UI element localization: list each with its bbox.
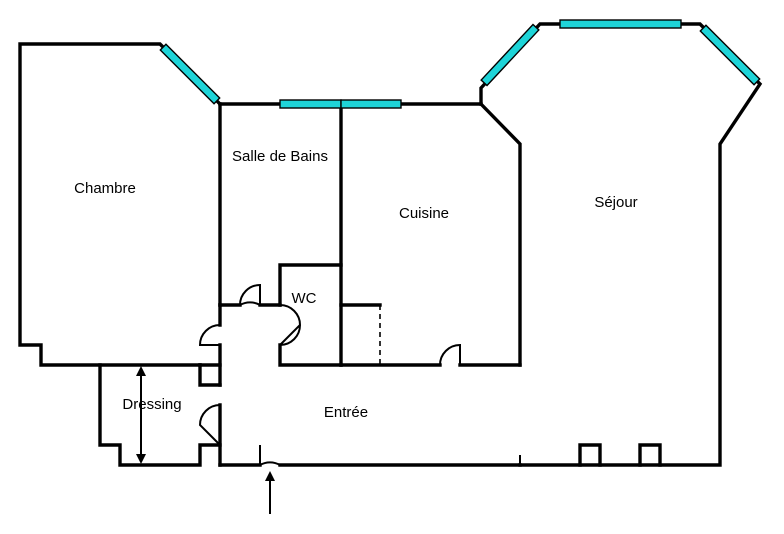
wc-lower-wall: [278, 343, 343, 367]
windows: [159, 19, 761, 109]
wc-wall: [278, 263, 343, 307]
wc-door: [279, 304, 302, 346]
window-sejour-top: [559, 19, 682, 29]
window-sejour-left: [480, 23, 540, 87]
room-label-wc: WC: [292, 290, 317, 307]
kitchen-sejour-wall: [478, 101, 522, 367]
bathroom-door-leaf: [239, 283, 261, 306]
sejour-niche-2: [638, 443, 662, 467]
room-label-entree: Entrée: [324, 404, 368, 421]
dressing-closet: [198, 363, 222, 387]
sejour-wall: [479, 22, 763, 467]
window-chambre: [159, 43, 221, 105]
bathroom-door: [239, 301, 261, 306]
kitchen-door: [439, 343, 461, 366]
window-kitchen: [340, 99, 402, 109]
room-labels: Chambre Salle de Bains Cuisine Séjour WC…: [74, 148, 638, 421]
doors: [198, 283, 461, 466]
window-sejour-right: [699, 24, 761, 86]
room-label-dressing: Dressing: [122, 396, 181, 413]
dressing-door: [198, 404, 221, 446]
corridor-door: [198, 324, 221, 346]
entrance-door: [259, 445, 281, 466]
room-label-chambre: Chambre: [74, 180, 136, 197]
sejour-niche-1: [578, 443, 602, 467]
dressing-wall: [98, 363, 222, 467]
chambre-wall: [18, 42, 223, 367]
room-label-salle-de-bains: Salle de Bains: [232, 148, 328, 165]
window-bathroom: [279, 99, 342, 109]
room-label-cuisine: Cuisine: [399, 205, 449, 222]
room-label-sejour: Séjour: [594, 194, 637, 211]
